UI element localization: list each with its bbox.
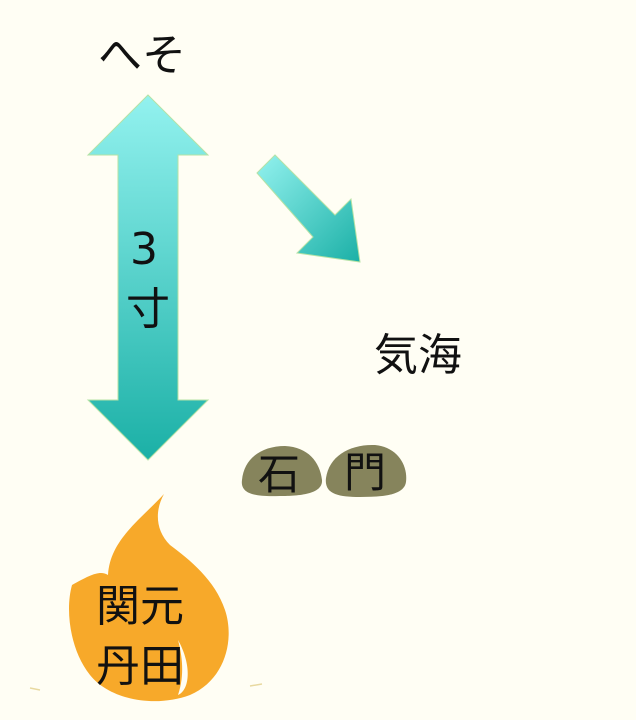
stone-shape — [241, 446, 323, 497]
distance-number: 3 — [130, 224, 158, 275]
distance-unit: 寸 — [126, 284, 170, 335]
qihai-label: 気海 — [374, 330, 462, 381]
navel-label: へそ — [98, 30, 186, 81]
kangen-label: 関元 — [96, 581, 184, 632]
shimon-label-1: 石 — [258, 450, 301, 499]
double-arrow-icon — [86, 94, 210, 461]
shimon-label-2: 門 — [344, 448, 387, 497]
diagonal-arrow-icon — [256, 154, 361, 263]
flame-inner-icon — [178, 640, 188, 695]
flame-icon — [69, 494, 229, 702]
tanden-label: 丹田 — [96, 641, 184, 692]
stone-shape — [325, 444, 407, 497]
